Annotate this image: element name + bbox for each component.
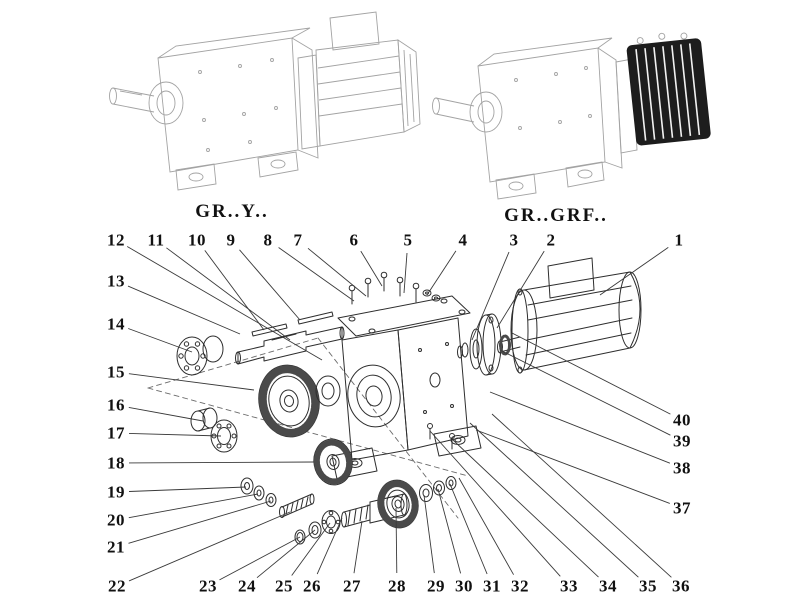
leader-line-16 bbox=[128, 406, 204, 422]
leader-line-28 bbox=[395, 507, 398, 574]
output-gear bbox=[377, 479, 419, 529]
leader-line-25 bbox=[291, 522, 331, 576]
input-shaft bbox=[235, 311, 345, 365]
leader-line-35 bbox=[469, 422, 639, 578]
housing-bolts bbox=[348, 271, 441, 305]
leader-line-20 bbox=[128, 493, 259, 519]
output-shaft-assembly bbox=[294, 476, 457, 545]
leader-line-34 bbox=[452, 439, 599, 578]
leader-line-10 bbox=[204, 250, 265, 331]
leader-line-32 bbox=[458, 477, 514, 575]
leader-line-18 bbox=[128, 461, 315, 464]
leader-line-8 bbox=[278, 247, 355, 302]
leader-line-40 bbox=[511, 332, 671, 415]
shaft-key bbox=[297, 311, 334, 325]
leader-line-15 bbox=[128, 373, 255, 391]
washers-and-pinion bbox=[240, 477, 315, 518]
leader-line-3 bbox=[471, 251, 510, 341]
leader-line-24 bbox=[256, 529, 316, 579]
leader-line-7 bbox=[307, 247, 367, 297]
motor bbox=[497, 257, 642, 374]
foot-bolts bbox=[427, 423, 455, 450]
leader-line-38 bbox=[489, 391, 671, 464]
leader-line-33 bbox=[429, 430, 561, 577]
leader-line-27 bbox=[353, 520, 363, 574]
leader-line-36 bbox=[491, 413, 672, 578]
leader-line-1 bbox=[599, 247, 669, 296]
terminal-box bbox=[547, 257, 595, 299]
leader-line-9 bbox=[239, 249, 301, 321]
gearmotor-drawing-gr-y bbox=[109, 11, 421, 191]
leader-line-23 bbox=[219, 536, 301, 581]
intermediate-gear bbox=[313, 438, 353, 486]
variant-title-gr-y: GR..Y.. bbox=[195, 201, 269, 222]
leader-line-17 bbox=[128, 432, 222, 437]
leader-line-21 bbox=[128, 500, 272, 544]
leader-line-29 bbox=[423, 494, 435, 574]
large-gear bbox=[258, 364, 320, 438]
construction-line bbox=[317, 337, 459, 519]
gear-bearing bbox=[315, 375, 341, 407]
leader-line-11 bbox=[166, 247, 291, 341]
snap-ring bbox=[202, 335, 224, 363]
exploded-view-drawing bbox=[147, 257, 642, 545]
variant-title-gr-grf: GR..GRF.. bbox=[504, 205, 608, 226]
leader-line-30 bbox=[437, 488, 462, 574]
leader-line-39 bbox=[499, 349, 671, 436]
leader-line-2 bbox=[496, 250, 545, 329]
gearmotor-drawing-gr-grf bbox=[432, 32, 711, 200]
leader-line-12 bbox=[126, 246, 323, 361]
shaft-key bbox=[251, 323, 288, 337]
housing bbox=[331, 295, 482, 480]
leader-line-19 bbox=[128, 486, 247, 492]
leader-line-22 bbox=[128, 511, 291, 582]
leader-line-37 bbox=[475, 429, 670, 504]
leader-line-5 bbox=[403, 252, 408, 294]
leader-line-26 bbox=[316, 517, 343, 575]
leader-line-31 bbox=[449, 483, 488, 575]
leader-line-13 bbox=[127, 285, 241, 335]
leader-line-14 bbox=[128, 328, 193, 353]
leader-line-4 bbox=[426, 250, 457, 296]
construction-line bbox=[147, 387, 469, 477]
leader-line-6 bbox=[360, 250, 383, 287]
